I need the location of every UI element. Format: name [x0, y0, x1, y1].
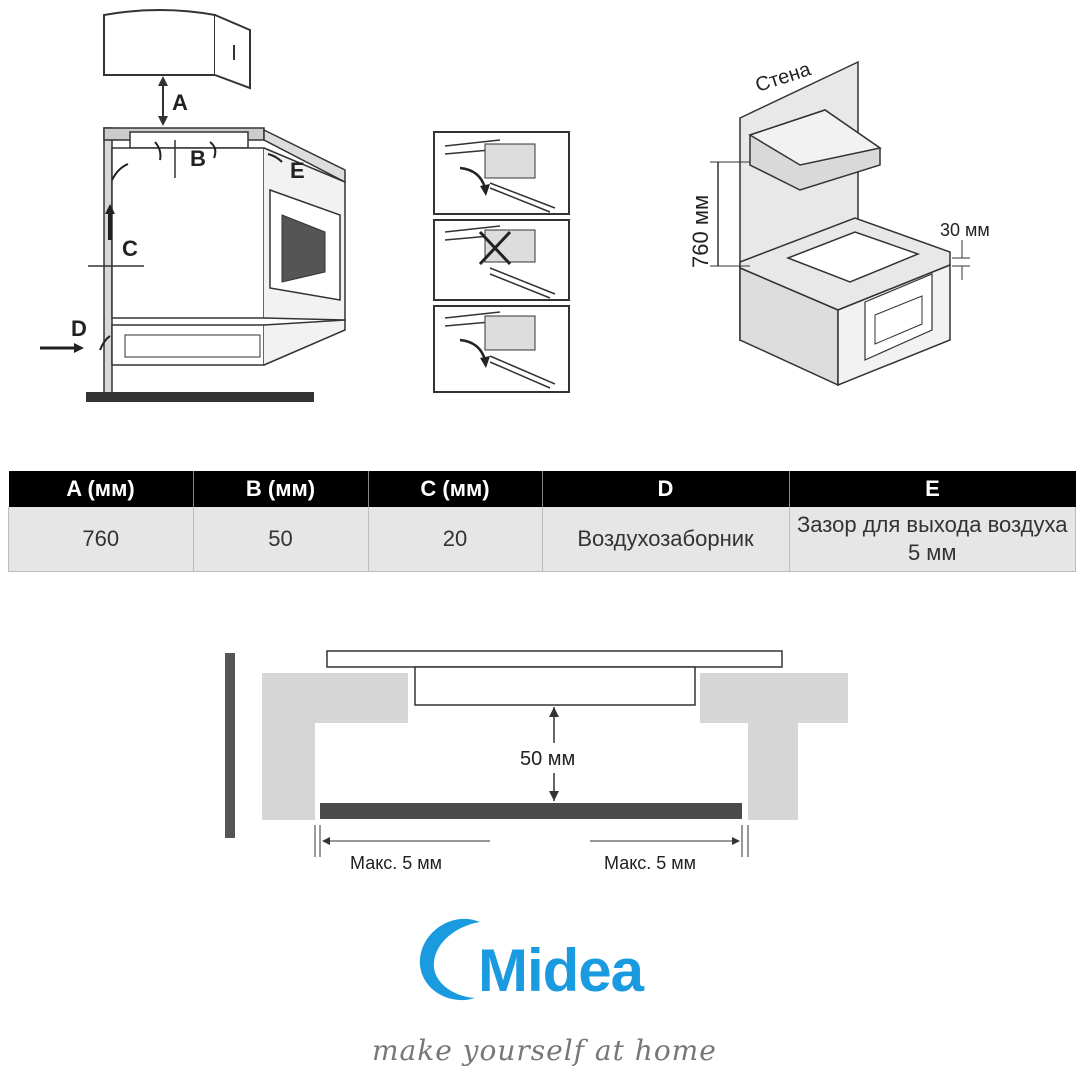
spec-table: A (мм) B (мм) C (мм) D E 760 50 20 Возду… — [8, 471, 1076, 572]
brand-tagline: make yourself at home — [372, 1034, 717, 1067]
height-label: 760 мм — [688, 195, 713, 268]
airflow-detail-2 — [433, 219, 570, 301]
header-d: D — [541, 471, 789, 507]
brand-name: Midea — [478, 937, 644, 1004]
label-a: A — [172, 90, 188, 115]
cross-section-diagram: 50 мм Макс. 5 мм Макс. 5 мм — [225, 650, 848, 873]
airflow-detail-diagrams — [433, 131, 570, 393]
midea-logo-swoosh — [419, 918, 480, 1001]
header-e: E — [788, 471, 1076, 507]
table-header-row: A (мм) B (мм) C (мм) D E — [8, 471, 1076, 507]
header-a: A (мм) — [8, 471, 193, 507]
left-max-label: Макс. 5 мм — [350, 853, 442, 873]
label-d: D — [71, 316, 87, 341]
airflow-detail-3 — [433, 305, 570, 393]
cell-b: 50 — [192, 507, 368, 572]
label-e: E — [290, 158, 305, 183]
right-max-label: Макс. 5 мм — [604, 853, 696, 873]
gap-label: 30 мм — [940, 220, 990, 240]
cell-c: 20 — [367, 507, 542, 572]
label-c: C — [122, 236, 138, 261]
cell-d: Воздухозаборник — [541, 507, 789, 572]
cell-a: 760 — [8, 507, 193, 572]
section-gap-label: 50 мм — [520, 748, 575, 770]
label-b: B — [190, 146, 206, 171]
cell-e: Зазор для выхода воздуха 5 мм — [788, 507, 1076, 572]
table-row: 760 50 20 Воздухозаборник Зазор для выхо… — [8, 507, 1076, 572]
side-view-diagram: A B C D E — [40, 9, 346, 402]
header-c: C (мм) — [367, 471, 542, 507]
airflow-detail-1 — [433, 131, 570, 215]
header-b: B (мм) — [192, 471, 368, 507]
installation-height-diagram: Стена 760 мм 30 мм — [688, 58, 990, 387]
